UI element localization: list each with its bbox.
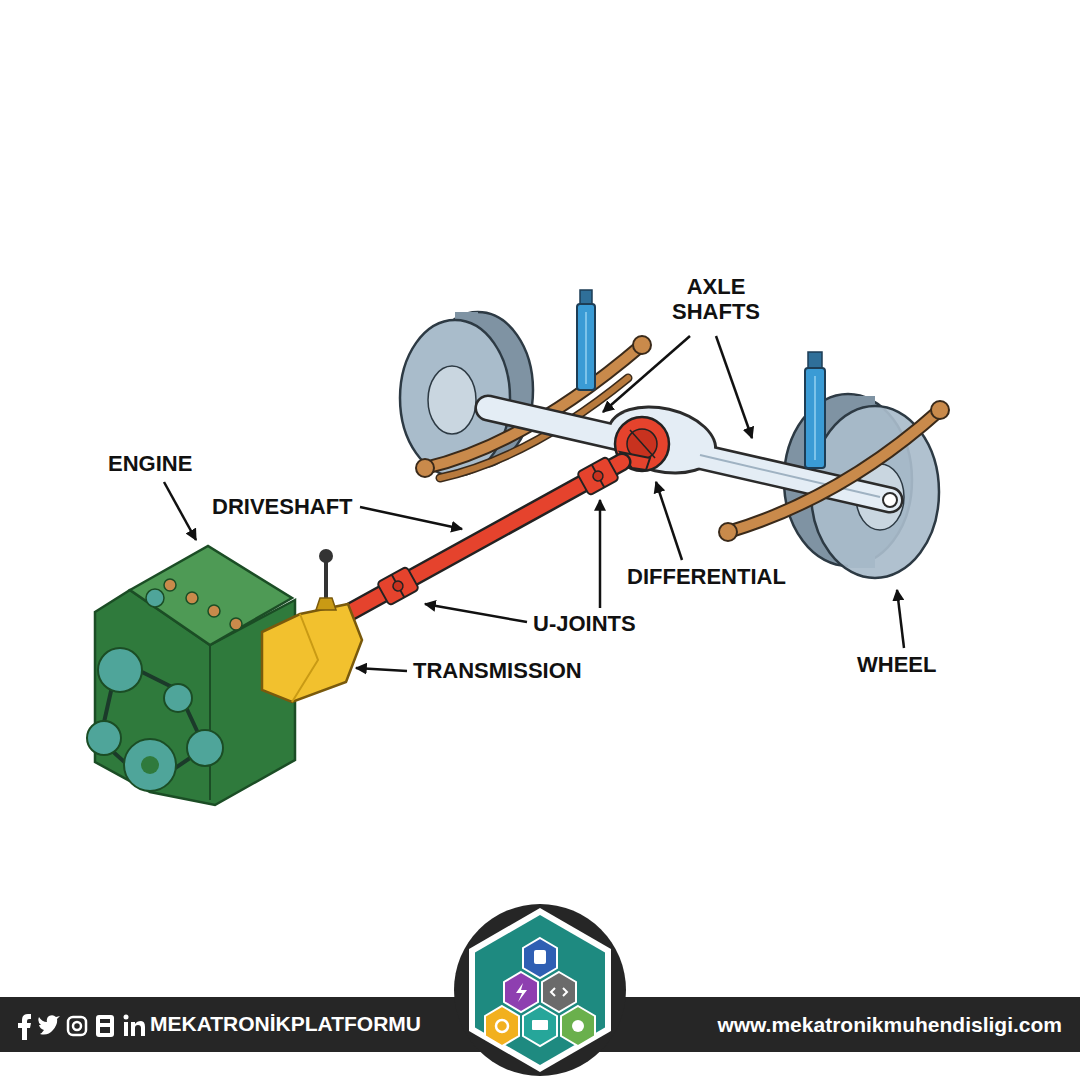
- platform-logo: [485, 1006, 519, 1046]
- leader-line: [897, 590, 904, 648]
- shock-absorber: [585, 312, 587, 384]
- engine-block: [124, 739, 176, 791]
- platform-logo: [454, 904, 626, 1076]
- transmission-case: [262, 604, 362, 702]
- part-label: U-JOINTS: [533, 611, 636, 636]
- shock-absorber: [805, 352, 825, 468]
- driveshaft: [350, 462, 622, 612]
- driveshaft: [577, 456, 619, 495]
- leaf-spring: [416, 459, 434, 477]
- driveshaft: [591, 469, 605, 483]
- driveshaft: [391, 579, 405, 593]
- leaf-spring: [719, 401, 949, 541]
- shock-absorber: [577, 290, 595, 390]
- driveshaft: [377, 566, 419, 605]
- platform-logo: [454, 904, 626, 1076]
- leader-line: [656, 482, 682, 560]
- engine-block: [87, 721, 121, 755]
- leader-line: [164, 482, 196, 540]
- social-icons: [96, 1015, 114, 1037]
- platform-logo: [572, 1020, 584, 1032]
- axle-housing: [883, 493, 897, 507]
- engine-block: [141, 756, 159, 774]
- transmission-case: [262, 549, 362, 702]
- engine-block: [164, 579, 176, 591]
- platform-logo: [469, 908, 611, 1072]
- platform-logo: [523, 1006, 557, 1046]
- platform-logo: [534, 950, 546, 964]
- shock-absorber: [814, 376, 816, 460]
- part-label: WHEEL: [857, 652, 936, 677]
- driveshaft: [350, 462, 622, 612]
- transmission-case: [319, 549, 333, 563]
- brand-name: MEKATRONİKPLATFORMU: [150, 1012, 421, 1036]
- social-icons: [68, 1017, 86, 1035]
- social-icons: [124, 1022, 128, 1036]
- footer-bar: [0, 997, 1080, 1052]
- engine-block: [208, 605, 220, 617]
- leader-line: [425, 604, 527, 622]
- social-icons: [124, 1015, 129, 1020]
- leaf-spring: [728, 410, 940, 532]
- website-url: www.mekatronikmuhendisligi.com: [717, 1013, 1062, 1037]
- leader-line: [356, 668, 407, 671]
- part-label: ENGINE: [108, 451, 192, 476]
- engine-block: [164, 684, 192, 712]
- driveshaft: [350, 456, 622, 612]
- social-icons: [18, 1014, 31, 1040]
- social-icons: [100, 1027, 110, 1033]
- social-icons: [38, 1015, 60, 1034]
- shock-absorber: [577, 304, 595, 390]
- platform-logo: [542, 972, 576, 1012]
- driveshaft: [577, 456, 619, 495]
- transmission-case: [316, 598, 336, 610]
- leaf-spring: [633, 336, 651, 354]
- leader-line: [164, 336, 904, 671]
- platform-logo: [475, 915, 605, 1065]
- driveshaft: [392, 575, 405, 598]
- platform-logo: [523, 938, 557, 978]
- part-label: TRANSMISSION: [413, 658, 582, 683]
- engine-block: [187, 730, 223, 766]
- driveshaft: [377, 566, 419, 605]
- social-icons: [100, 1019, 110, 1023]
- social-icons: [18, 1014, 145, 1040]
- part-label: AXLE SHAFTS: [660, 274, 772, 325]
- driveshaft: [592, 465, 605, 488]
- platform-logo: [532, 1020, 548, 1030]
- shock-absorber: [805, 368, 825, 468]
- platform-logo: [516, 983, 527, 1002]
- engine-block: [230, 618, 242, 630]
- leaf-spring: [931, 401, 949, 419]
- leader-line: [716, 336, 752, 438]
- engine-block: [186, 592, 198, 604]
- leaf-spring: [719, 523, 737, 541]
- platform-logo: [504, 972, 538, 1012]
- engine-block: [209, 645, 211, 800]
- social-icons: [73, 1022, 81, 1030]
- transmission-case: [292, 614, 318, 702]
- leader-line: [599, 500, 602, 608]
- differential-gear: [630, 430, 655, 458]
- engine-block: [98, 648, 142, 692]
- leaf-spring: [728, 410, 940, 532]
- part-label: DRIVESHAFT: [212, 494, 353, 519]
- platform-logo: [551, 988, 567, 996]
- leader-line: [360, 507, 462, 529]
- platform-logo: [561, 1006, 595, 1046]
- wheel: [428, 366, 476, 434]
- leader-line: [603, 336, 690, 412]
- social-icons: [131, 1021, 145, 1036]
- part-label: DIFFERENTIAL: [627, 564, 786, 589]
- engine-block: [146, 589, 164, 607]
- platform-logo: [496, 1020, 508, 1032]
